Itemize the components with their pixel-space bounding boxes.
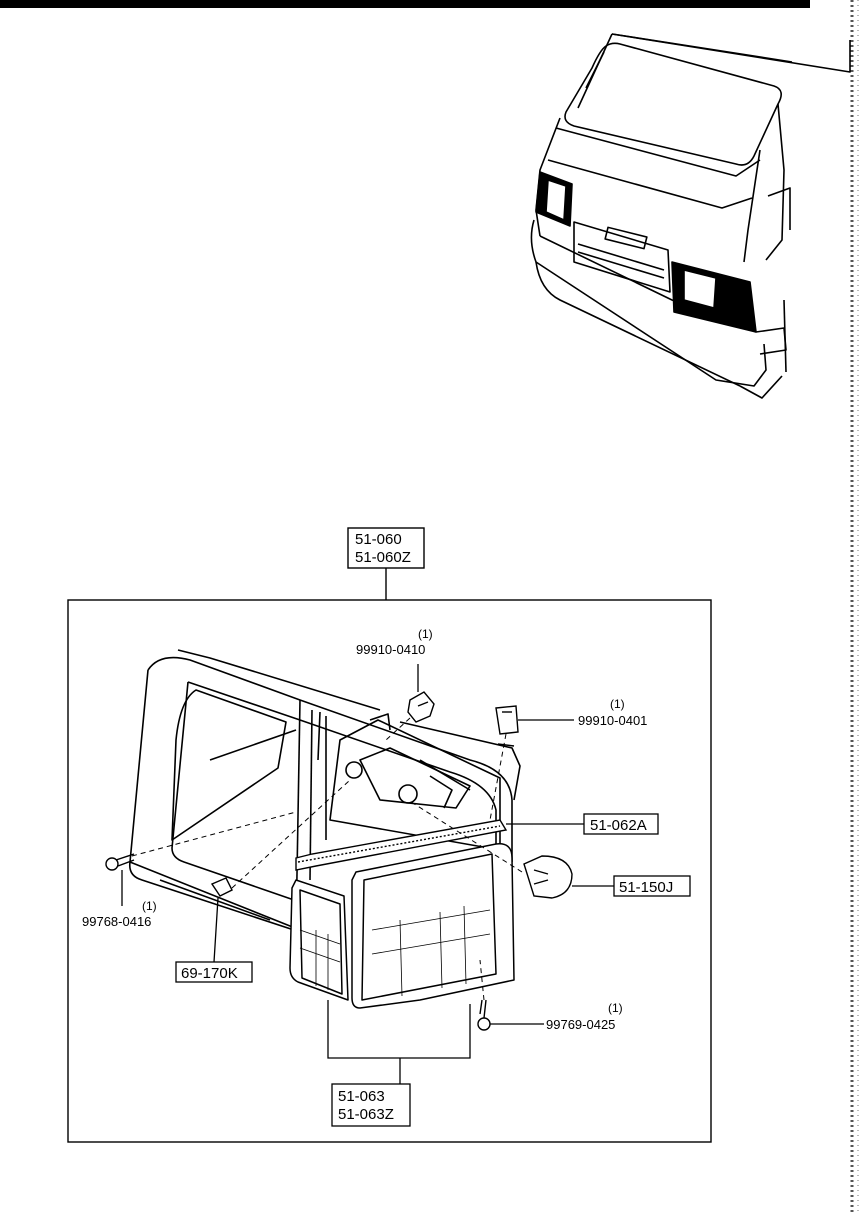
clip-a-qty: (1) [418, 627, 433, 641]
clip-b-code: 99910-0401 [578, 713, 647, 728]
leader-lines [121, 664, 614, 1084]
assembly-code-2: 51-060Z [355, 549, 411, 566]
assembly-callout: 51-060 51-060Z [347, 527, 425, 600]
screw-b-code: 99769-0425 [546, 1017, 615, 1032]
gasket-code-box [583, 813, 659, 835]
lens-code-1: 51-063 [338, 1088, 385, 1105]
top-rule [0, 0, 810, 8]
clip-a-icon [407, 691, 435, 723]
bulb-code-box [613, 875, 691, 897]
bulb-icon [523, 855, 573, 899]
lens-right-shape [351, 843, 515, 1009]
edge-text-band [850, 0, 859, 1214]
lamp-bezel-frame [128, 649, 521, 933]
assembly-code-1: 51-060 [355, 531, 402, 548]
socket-icon [210, 877, 233, 897]
screw-a-icon [105, 853, 135, 871]
socket-code-box [175, 961, 253, 983]
screw-a-qty: (1) [142, 899, 157, 913]
clip-b-qty: (1) [610, 697, 625, 711]
clip-a-code: 99910-0410 [356, 642, 425, 657]
assembly-frame [67, 599, 712, 1143]
gasket-code: 51-062A [590, 817, 647, 834]
lens-code-box [331, 1083, 411, 1127]
lens-left-shape [289, 879, 349, 1001]
assembly-code-box [347, 527, 425, 569]
screw-a-code: 99768-0416 [82, 914, 151, 929]
screw-b-qty: (1) [608, 1001, 623, 1015]
minivan-rear-icon [530, 33, 851, 399]
screw-b-icon [477, 999, 491, 1031]
socket-code: 69-170K [181, 965, 238, 982]
clip-b-icon [495, 705, 519, 735]
assembly-dash-lines [131, 717, 523, 1001]
lens-code-2: 51-063Z [338, 1106, 394, 1123]
gasket-shape [295, 819, 508, 871]
bulb-code: 51-150J [619, 879, 673, 896]
